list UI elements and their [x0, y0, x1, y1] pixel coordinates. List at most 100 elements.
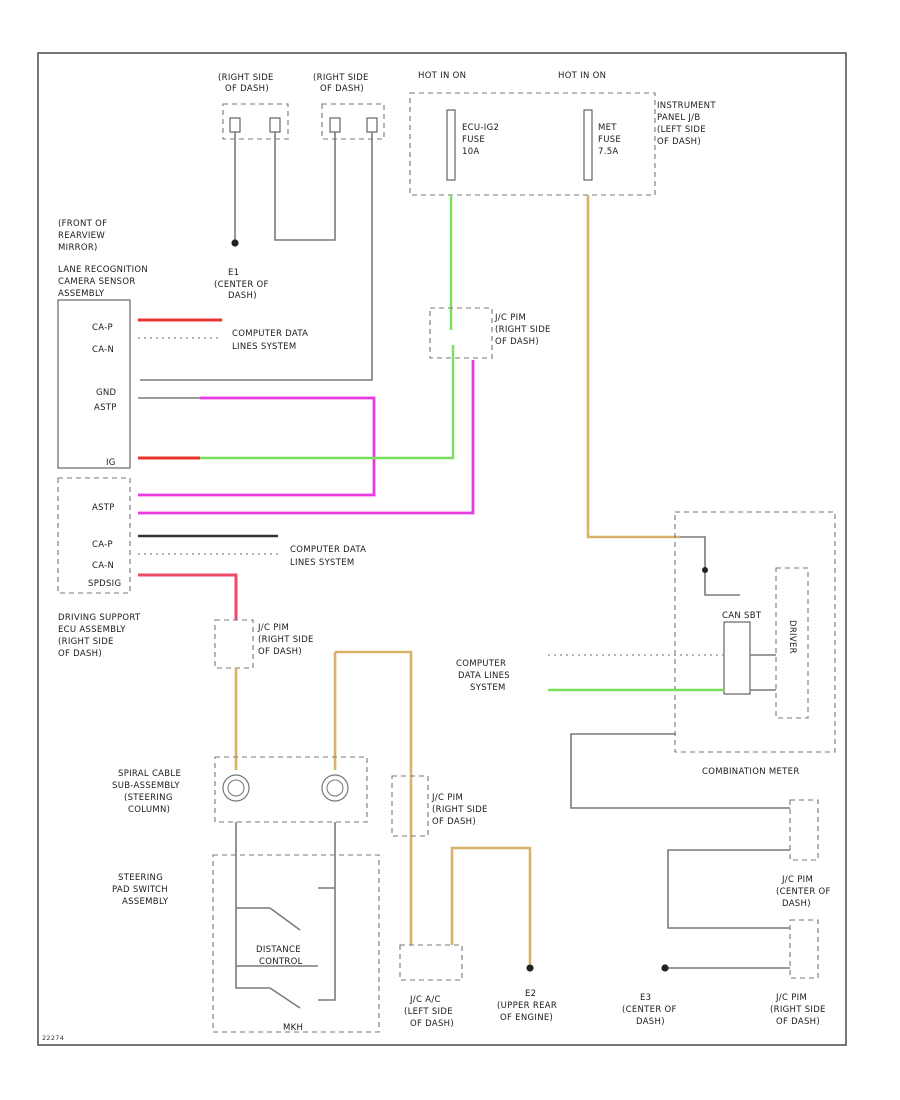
ground-e1-icon	[231, 239, 239, 247]
wire-meter-ig	[680, 536, 740, 596]
cds-a: COMPUTER DATA	[232, 329, 308, 339]
camera-1: LANE RECOGNITION	[58, 265, 148, 275]
ipjb-2: PANEL J/B	[657, 113, 700, 123]
distance-2: CONTROL	[259, 957, 303, 967]
camera-2: CAMERA SENSOR	[58, 277, 136, 287]
jcr-c: OF DASH)	[776, 1017, 820, 1027]
diagram-code: 22274	[42, 1034, 64, 1042]
switch-2-icon	[269, 987, 301, 1009]
jc3-b: (RIGHT SIDE	[432, 805, 488, 815]
jcc-c: DASH)	[782, 899, 811, 909]
pin-canm-2: CA-N	[92, 561, 114, 571]
driving-support-ecu-box	[57, 477, 131, 594]
camera-3: ASSEMBLY	[58, 289, 105, 299]
fuse-ecu-ig2-icon	[446, 109, 456, 181]
wire-tan-jc	[335, 650, 413, 945]
pin-ig: IG	[106, 458, 116, 468]
jc-pim-right-bottom	[789, 919, 819, 979]
cds3-c: SYSTEM	[470, 683, 506, 693]
dash-connector-2	[321, 103, 385, 140]
dss-2: ECU ASSEMBLY	[58, 625, 126, 635]
dash-label-2a: (RIGHT SIDE	[313, 73, 369, 83]
pad-switch-box	[212, 854, 380, 1033]
pin-cssp: SPDSIG	[88, 579, 121, 589]
pin-d	[366, 117, 378, 133]
hotin-2: HOT IN ON	[558, 71, 606, 81]
cds3-a: COMPUTER	[456, 659, 506, 669]
wire-loop	[274, 132, 336, 241]
wire-green-ig	[200, 345, 455, 460]
spiral-coil-2-inner-icon	[326, 779, 344, 797]
fuse2-a: MET	[598, 123, 617, 133]
cds-b: LINES SYSTEM	[232, 342, 297, 352]
dss-4: OF DASH)	[58, 649, 102, 659]
jc3-c: OF DASH)	[432, 817, 476, 827]
cds2-b: LINES SYSTEM	[290, 558, 355, 568]
jc-pim-lower	[214, 619, 254, 669]
diagram-frame	[37, 52, 847, 1046]
driver-label: DRIVER	[787, 620, 797, 654]
mirror-2: REARVIEW	[58, 231, 105, 241]
combination-meter-box	[674, 511, 836, 753]
jcac-b: (LEFT SIDE	[404, 1007, 453, 1017]
ipjb-1: INSTRUMENT	[657, 101, 716, 111]
mirror-1: (FRONT OF	[58, 219, 107, 229]
jc2-a: J/C PIM	[257, 623, 289, 633]
dash-connector-1	[222, 103, 289, 140]
ipjb-3: (LEFT SIDE	[657, 125, 706, 135]
jc-label-a: J/C PIM	[494, 313, 526, 323]
spiral-coil-1-inner-icon	[227, 779, 245, 797]
jcc-b: (CENTER OF	[776, 887, 831, 897]
fuse1-a: ECU-IG2	[462, 123, 499, 133]
dash-label-1b: OF DASH)	[225, 84, 269, 94]
pin-c	[329, 117, 341, 133]
fuse-met-icon	[583, 109, 593, 181]
pad-1: STEERING	[118, 873, 163, 883]
mkh-label: MKH	[283, 1023, 303, 1033]
jc3-a: J/C PIM	[431, 793, 463, 803]
jc-label-c: OF DASH)	[495, 337, 539, 347]
wire-meter-gnd	[570, 733, 790, 809]
e3-b: (CENTER OF	[622, 1005, 677, 1015]
cds2-a: COMPUTER DATA	[290, 545, 366, 555]
pin-astp-2: ASTP	[92, 503, 115, 513]
mirror-3: MIRROR)	[58, 243, 98, 253]
driver-box	[775, 567, 809, 719]
instrument-panel-jb	[409, 92, 656, 196]
jcr-a: J/C PIM	[775, 993, 807, 1003]
combo-label: COMBINATION METER	[702, 767, 800, 777]
pin-canp-2: CA-P	[92, 540, 113, 550]
wire-meter-jc	[667, 849, 790, 929]
ipjb-4: OF DASH)	[657, 137, 701, 147]
jc2-c: OF DASH)	[258, 647, 302, 657]
fuse2-c: 7.5A	[598, 147, 619, 157]
pin-astp: ASTP	[94, 403, 117, 413]
pad-2: PAD SWITCH	[112, 885, 168, 895]
jc-pim-mid	[391, 775, 429, 837]
wire-tan-e2	[450, 846, 532, 964]
pin-b	[269, 117, 281, 133]
spiral-cable-box	[214, 756, 368, 823]
spiral-coil-1-icon	[222, 774, 250, 802]
wire-pink-1	[138, 396, 376, 497]
e3-c: DASH)	[636, 1017, 665, 1027]
e3-a: E3	[640, 993, 651, 1003]
pin-gnd: GND	[96, 388, 117, 398]
canbus-label: CAN SBT	[722, 611, 762, 621]
fuse1-b: FUSE	[462, 135, 485, 145]
pin-canp-1: CA-P	[92, 323, 113, 333]
jc-pim-right-top	[789, 799, 819, 861]
hotin-1: HOT IN ON	[418, 71, 466, 81]
e1-label-c: DASH)	[228, 291, 257, 301]
e1-label-a: E1	[228, 268, 239, 278]
ground-e2-icon	[526, 964, 534, 972]
jc-pim-center	[429, 307, 493, 359]
pad-3: ASSEMBLY	[122, 897, 169, 907]
wire-tan-met	[586, 195, 680, 539]
dss-3: (RIGHT SIDE	[58, 637, 114, 647]
ground-e3-icon	[661, 964, 669, 972]
wire-gnd-camera	[140, 132, 373, 381]
jc-ac-box	[399, 944, 463, 981]
spiral-3: (STEERING	[124, 793, 173, 803]
